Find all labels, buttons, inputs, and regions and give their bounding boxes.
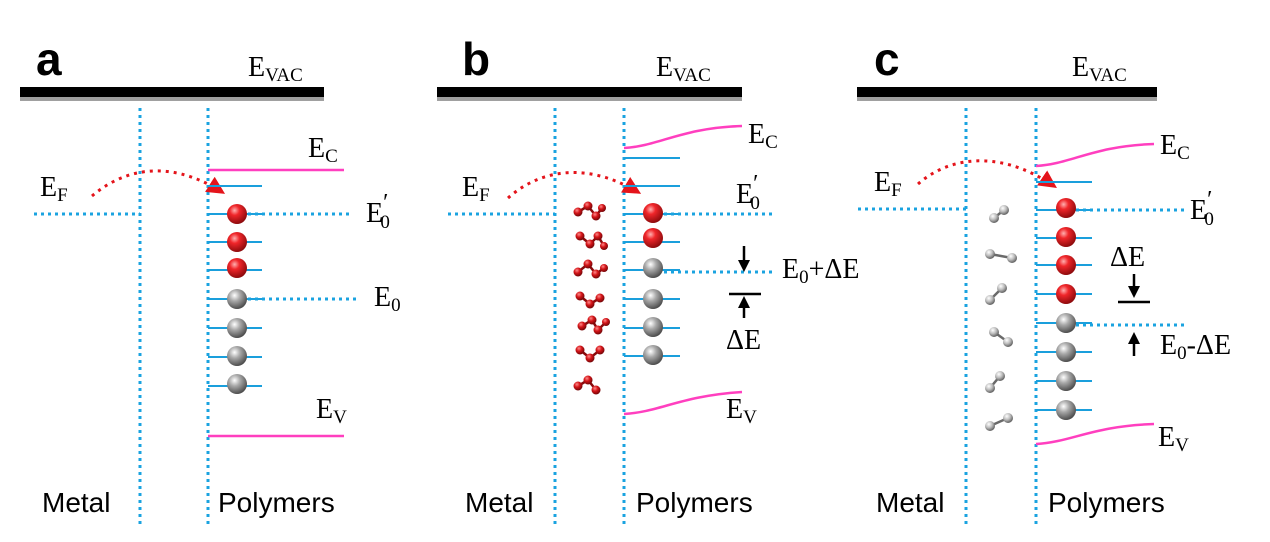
dopant-molecule xyxy=(573,375,601,395)
empty-state xyxy=(227,318,247,338)
vacuum-level-bar xyxy=(20,87,324,97)
occupied-state xyxy=(1056,198,1076,218)
occupied-state xyxy=(227,232,247,252)
e0-prime-label: E′0 xyxy=(736,171,760,214)
valence-band-label: EV xyxy=(316,394,347,428)
dopant-molecule xyxy=(573,201,606,221)
polymers-label: Polymers xyxy=(1048,487,1165,518)
occupied-state xyxy=(227,204,247,224)
empty-state xyxy=(1056,371,1076,391)
valence-band-label: EV xyxy=(1158,422,1189,456)
down-arrowhead xyxy=(738,260,750,272)
occupied-state xyxy=(1056,255,1076,275)
empty-state xyxy=(1056,313,1076,333)
conduction-band xyxy=(1035,142,1155,168)
panel-c: c EVAC EC EF xyxy=(857,33,1231,525)
vacuum-level-shadow xyxy=(20,97,324,101)
dopant-molecule xyxy=(989,205,1009,223)
polymers-label: Polymers xyxy=(636,487,753,518)
e0-minus-delta-label: E0-ΔE xyxy=(1160,330,1231,364)
vacuum-level-bar xyxy=(857,87,1157,97)
vacuum-level-label: EVAC xyxy=(1072,52,1127,86)
dopant-molecule xyxy=(575,291,605,309)
dopant-molecule xyxy=(985,249,1017,263)
empty-state xyxy=(643,345,663,365)
panel-letter: c xyxy=(874,33,900,85)
conduction-band-label: EC xyxy=(308,133,338,167)
delta-e-label: ΔE xyxy=(726,325,761,356)
localized-states xyxy=(1036,181,1092,420)
e0-label: E0 xyxy=(374,282,401,316)
vacuum-level-bar xyxy=(437,87,742,97)
occupied-state xyxy=(643,228,663,248)
conduction-band-label: EC xyxy=(748,119,778,153)
panel-letter: b xyxy=(462,33,490,85)
fermi-level-label: EF xyxy=(874,167,902,201)
empty-state xyxy=(1056,342,1076,362)
metal-label: Metal xyxy=(465,487,533,518)
metal-label: Metal xyxy=(42,487,110,518)
empty-state xyxy=(227,374,247,394)
occupied-state xyxy=(1056,227,1076,247)
e0-prime-label: E′0 xyxy=(366,190,390,233)
vacuum-level-label: EVAC xyxy=(248,52,303,86)
empty-state xyxy=(643,317,663,337)
fermi-level-label: EF xyxy=(40,172,68,206)
charge-transfer-arrow xyxy=(507,171,642,200)
dopant-molecules xyxy=(985,205,1017,431)
fermi-level-label: EF xyxy=(462,172,490,206)
up-arrowhead xyxy=(738,296,750,308)
metal-label: Metal xyxy=(876,487,944,518)
empty-state xyxy=(1056,400,1076,420)
empty-state xyxy=(227,289,247,309)
charge-transfer-arrow xyxy=(91,169,226,198)
empty-state xyxy=(643,289,663,309)
down-arrowhead xyxy=(1128,286,1140,298)
e0-plus-delta-label: E0+ΔE xyxy=(782,254,860,288)
occupied-state xyxy=(643,203,663,223)
conduction-band-label: EC xyxy=(1160,130,1190,164)
dopant-molecule xyxy=(575,231,608,250)
empty-state xyxy=(643,258,663,278)
dopant-molecule xyxy=(985,413,1013,431)
dopant-molecule xyxy=(989,327,1013,347)
dopant-molecules xyxy=(573,201,610,395)
vacuum-level-shadow xyxy=(437,97,742,101)
dopant-molecule xyxy=(577,315,610,335)
dopant-molecule xyxy=(985,371,1005,393)
panel-letter: a xyxy=(36,33,62,85)
delta-e-label: ΔE xyxy=(1110,242,1145,273)
empty-state xyxy=(227,346,247,366)
vacuum-level-shadow xyxy=(857,97,1157,101)
e0-prime-label: E′0 xyxy=(1190,187,1214,230)
conduction-band xyxy=(623,124,743,150)
dopant-molecule xyxy=(575,345,605,363)
localized-states xyxy=(624,157,680,365)
panel-b: b EVAC EC EF xyxy=(437,33,860,525)
dopant-molecule xyxy=(985,283,1007,305)
valence-band xyxy=(623,390,743,416)
panel-a: a EVAC EC EF E′0 xyxy=(20,33,401,525)
vacuum-level-label: EVAC xyxy=(656,52,711,86)
occupied-state xyxy=(227,258,247,278)
occupied-state xyxy=(1056,284,1076,304)
localized-states xyxy=(208,185,262,394)
polymers-label: Polymers xyxy=(218,487,335,518)
charge-transfer-arrow xyxy=(917,159,1057,189)
dopant-molecule xyxy=(573,259,608,279)
valence-band-label: EV xyxy=(726,394,757,428)
valence-band xyxy=(1035,422,1155,446)
up-arrowhead xyxy=(1128,332,1140,344)
